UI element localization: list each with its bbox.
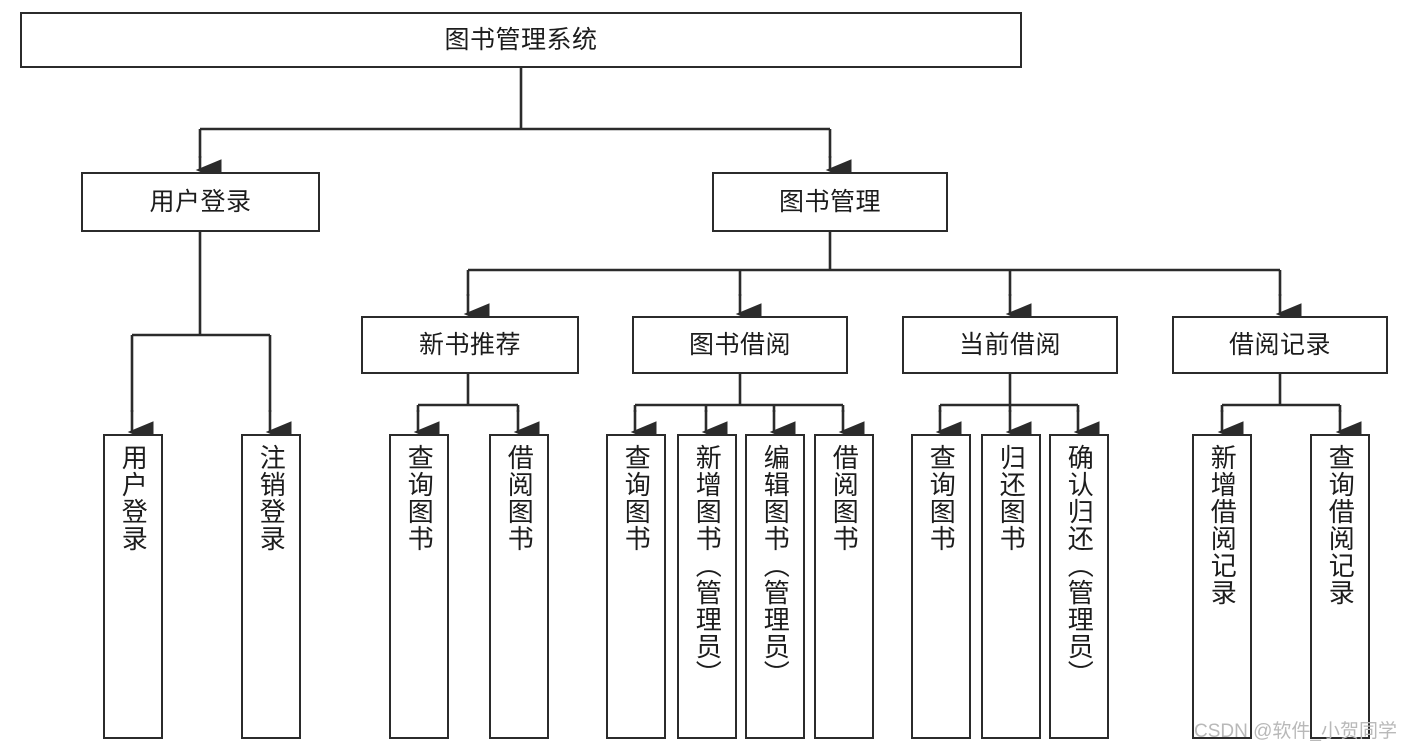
node-borrow-records[interactable]: 借阅记录 <box>1172 316 1388 374</box>
node-label: 借阅记录 <box>1228 331 1331 359</box>
node-label: 查询借阅记录 <box>1325 444 1356 606</box>
node-label: 借阅图书 <box>829 444 860 552</box>
node-label: 新增借阅记录 <box>1207 444 1238 606</box>
leaf-edit-book-admin[interactable]: 编辑图书（管理员） <box>745 434 805 739</box>
leaf-query-books-recommend[interactable]: 查询图书 <box>389 434 449 739</box>
node-label: 图书管理 <box>778 188 881 216</box>
node-label: 查询图书 <box>621 444 652 552</box>
node-root-book-management-system[interactable]: 图书管理系统 <box>20 12 1022 68</box>
leaf-add-book-admin[interactable]: 新增图书（管理员） <box>677 434 737 739</box>
leaf-add-borrow-record[interactable]: 新增借阅记录 <box>1192 434 1252 739</box>
node-label: 注销登录 <box>256 444 287 552</box>
node-label: 新增图书（管理员） <box>692 444 723 687</box>
node-label: 确认归还（管理员） <box>1064 444 1095 687</box>
leaf-borrow-books[interactable]: 借阅图书 <box>814 434 874 739</box>
node-label: 新书推荐 <box>418 331 521 359</box>
leaf-return-books[interactable]: 归还图书 <box>981 434 1041 739</box>
leaf-query-books-current[interactable]: 查询图书 <box>911 434 971 739</box>
node-label: 借阅图书 <box>504 444 535 552</box>
node-label: 用户登录 <box>149 188 252 216</box>
node-label: 图书借阅 <box>688 331 791 359</box>
node-label: 编辑图书（管理员） <box>760 444 791 687</box>
node-label: 图书管理系统 <box>444 26 598 54</box>
node-label: 归还图书 <box>996 444 1027 552</box>
node-user-login[interactable]: 用户登录 <box>81 172 320 232</box>
leaf-borrow-books-recommend[interactable]: 借阅图书 <box>489 434 549 739</box>
leaf-confirm-return-admin[interactable]: 确认归还（管理员） <box>1049 434 1109 739</box>
node-new-book-recommend[interactable]: 新书推荐 <box>361 316 579 374</box>
node-current-borrow[interactable]: 当前借阅 <box>902 316 1118 374</box>
node-book-management[interactable]: 图书管理 <box>712 172 948 232</box>
node-book-borrow[interactable]: 图书借阅 <box>632 316 848 374</box>
leaf-query-borrow-record[interactable]: 查询借阅记录 <box>1310 434 1370 739</box>
leaf-query-books-borrow[interactable]: 查询图书 <box>606 434 666 739</box>
node-label: 查询图书 <box>404 444 435 552</box>
leaf-logout[interactable]: 注销登录 <box>241 434 301 739</box>
node-label: 查询图书 <box>926 444 957 552</box>
node-label: 用户登录 <box>118 444 149 552</box>
watermark: CSDN @软件_小贺同学 <box>1194 721 1397 742</box>
leaf-user-login[interactable]: 用户登录 <box>103 434 163 739</box>
node-label: 当前借阅 <box>958 331 1061 359</box>
